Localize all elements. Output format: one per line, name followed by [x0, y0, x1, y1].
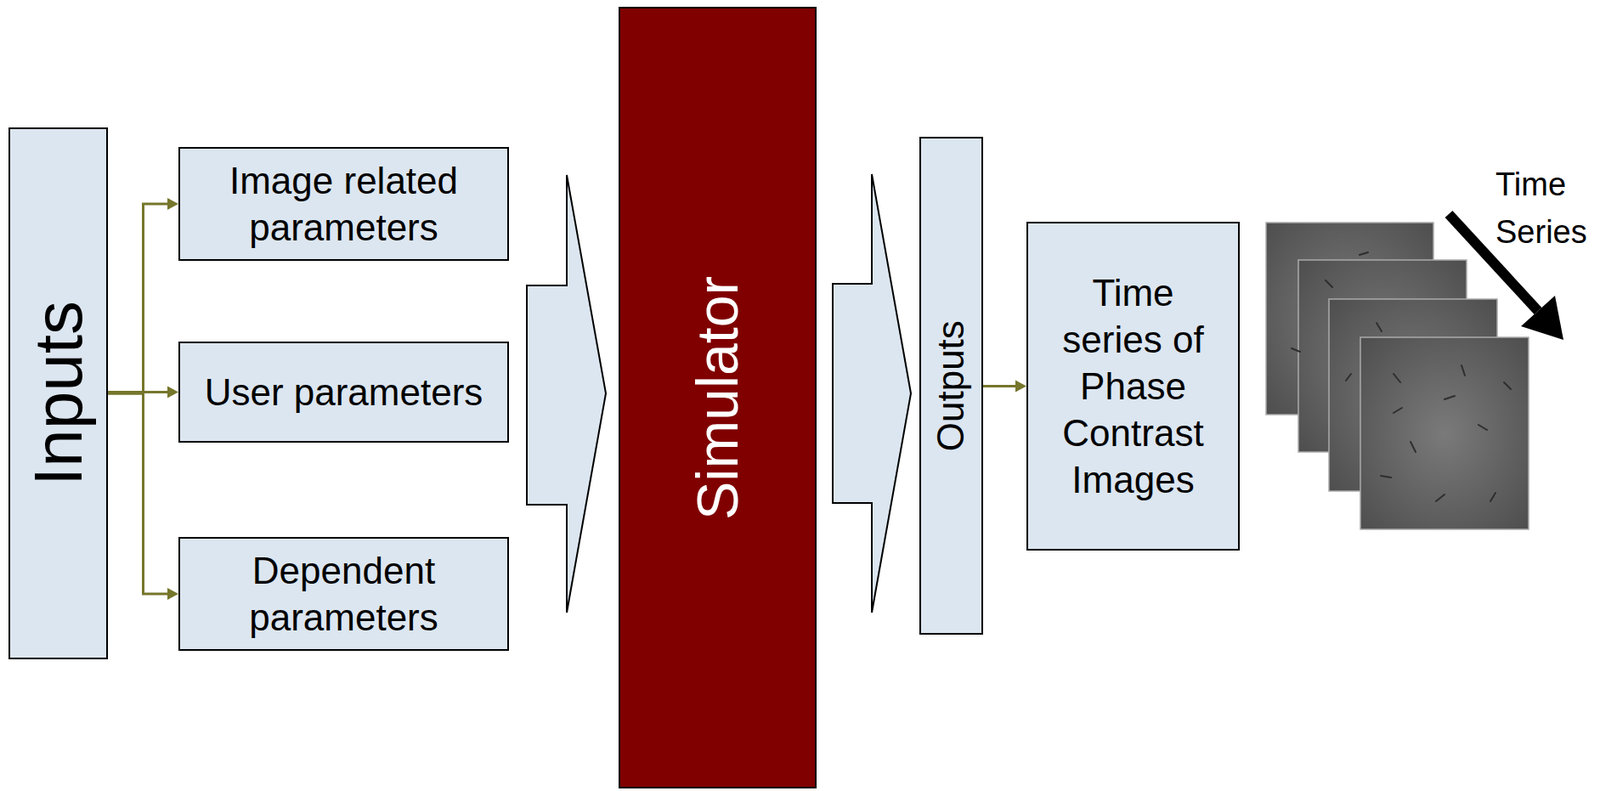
node-text: Outputs	[930, 320, 972, 452]
image-stack	[1266, 222, 1529, 530]
connector-line	[107, 393, 168, 594]
input-panel: Inputs	[8, 127, 108, 660]
connector	[107, 393, 179, 600]
parameter-box: Dependent parameters	[178, 537, 509, 651]
node-text: User parameters	[204, 368, 484, 416]
node-text: Simulator	[685, 275, 750, 520]
block-arrow	[526, 175, 606, 613]
output-box: Time series of Phase Contrast Images	[1026, 221, 1240, 551]
connector	[107, 197, 179, 394]
node-text: Time series of Phase Contrast Images	[1039, 269, 1227, 504]
connector	[832, 174, 911, 613]
arrow-head	[167, 386, 179, 399]
simulator-block: Simulator	[618, 6, 817, 789]
node-text: Dependent parameters	[191, 547, 497, 641]
parameter-box: Image related parameters	[178, 146, 509, 261]
micrograph	[1360, 337, 1529, 530]
connector-line	[107, 203, 168, 394]
arrow-head	[1015, 380, 1027, 393]
block-arrow	[832, 174, 911, 613]
node-text: Inputs	[21, 300, 97, 487]
connector	[983, 380, 1027, 393]
node-text: Image related parameters	[191, 157, 497, 251]
cell-specks	[1291, 252, 1511, 502]
arrow-head	[167, 197, 179, 210]
axis-label: Time Series	[1495, 160, 1600, 256]
parameter-box: User parameters	[178, 341, 509, 443]
time-arrow-head	[1520, 295, 1564, 340]
arrow-head	[167, 587, 179, 600]
connector-line	[983, 384, 1016, 388]
output-panel: Outputs	[919, 136, 984, 635]
